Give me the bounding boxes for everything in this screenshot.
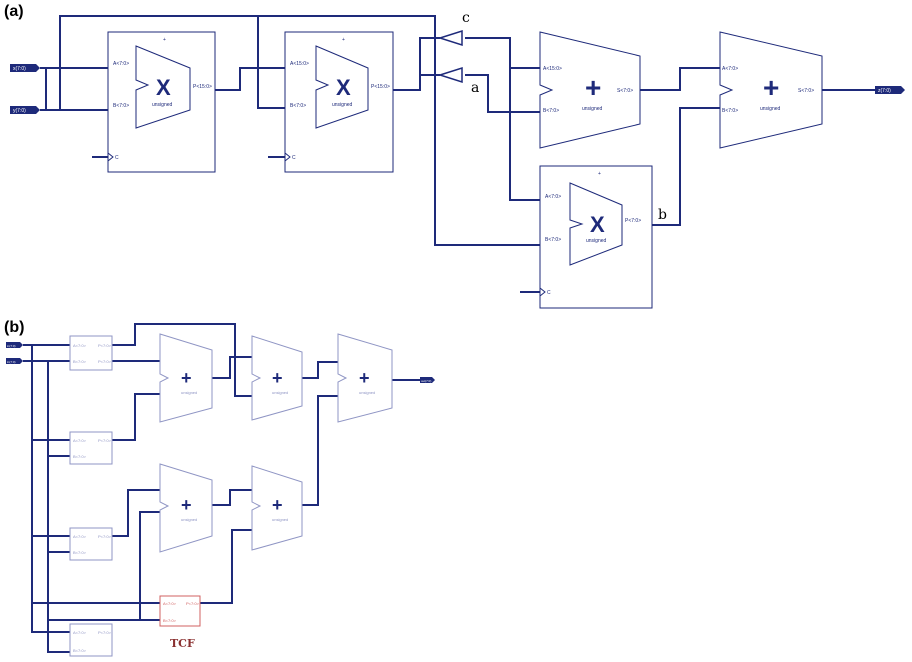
multiplier-block-2[interactable]: + X unsigned A<15:0> B<7:0> P<15:0> C bbox=[284, 31, 394, 173]
adder-block-b2[interactable]: + unsigned bbox=[251, 335, 303, 421]
svg-text:B<7:0>: B<7:0> bbox=[722, 108, 738, 114]
svg-text:in(7:0): in(7:0) bbox=[7, 344, 16, 348]
buffer-a bbox=[437, 66, 463, 84]
svg-text:unsigned: unsigned bbox=[272, 390, 288, 395]
svg-text:+: + bbox=[585, 72, 601, 103]
svg-text:P<7:0>: P<7:0> bbox=[98, 438, 112, 443]
panel-b-label: (b) bbox=[4, 319, 24, 336]
svg-text:out(7:0): out(7:0) bbox=[421, 379, 431, 383]
svg-text:A<7:0>: A<7:0> bbox=[73, 343, 87, 348]
svg-text:P<7:0>: P<7:0> bbox=[98, 359, 112, 364]
svg-text:C: C bbox=[547, 290, 551, 296]
svg-text:A<7:0>: A<7:0> bbox=[73, 534, 87, 539]
svg-text:A<15:0>: A<15:0> bbox=[290, 61, 309, 67]
svg-text:A<7:0>: A<7:0> bbox=[722, 66, 738, 72]
adder-block-b4[interactable]: + unsigned bbox=[159, 463, 213, 553]
svg-text:P<15:0>: P<15:0> bbox=[193, 84, 212, 90]
svg-text:P<7:0>: P<7:0> bbox=[98, 343, 112, 348]
svg-text:+: + bbox=[272, 368, 283, 388]
svg-text:z(7:0): z(7:0) bbox=[878, 88, 891, 94]
adder-block-b3[interactable]: + unsigned bbox=[337, 333, 393, 423]
svg-text:in(7:0): in(7:0) bbox=[7, 360, 16, 364]
svg-text:A<15:0>: A<15:0> bbox=[543, 66, 562, 72]
svg-text:+: + bbox=[359, 368, 370, 388]
register-block-b3[interactable]: A<7:0> B<7:0> P<7:0> bbox=[69, 527, 113, 561]
svg-text:unsigned: unsigned bbox=[586, 238, 607, 244]
svg-text:A<7:0>: A<7:0> bbox=[163, 601, 177, 606]
svg-text:unsigned: unsigned bbox=[359, 390, 375, 395]
input-port-x[interactable]: x(7:0) bbox=[10, 64, 40, 72]
svg-text:S<7:0>: S<7:0> bbox=[617, 88, 633, 94]
svg-text:+: + bbox=[272, 495, 283, 515]
svg-text:B<7:0>: B<7:0> bbox=[73, 648, 87, 653]
svg-text:A<7:0>: A<7:0> bbox=[545, 194, 561, 200]
svg-text:unsigned: unsigned bbox=[181, 517, 197, 522]
input-port-y[interactable]: y(7:0) bbox=[10, 106, 40, 114]
adder-block-1[interactable]: + unsigned A<15:0> B<7:0> S<7:0> bbox=[539, 31, 641, 149]
svg-text:C: C bbox=[115, 155, 119, 161]
svg-text:unsigned: unsigned bbox=[332, 102, 353, 108]
svg-text:+: + bbox=[763, 72, 779, 103]
wire-label-c: c bbox=[462, 10, 470, 26]
svg-text:P<7:0>: P<7:0> bbox=[625, 218, 641, 224]
wire-label-b: b bbox=[658, 207, 667, 223]
output-port-b[interactable]: out(7:0) bbox=[420, 377, 435, 383]
svg-text:X: X bbox=[156, 75, 171, 100]
svg-text:+: + bbox=[181, 368, 192, 388]
buffer-c bbox=[437, 29, 463, 47]
svg-text:B<7:0>: B<7:0> bbox=[73, 550, 87, 555]
register-block-b4[interactable]: A<7:0> B<7:0> P<7:0> bbox=[69, 623, 113, 657]
svg-text:C: C bbox=[292, 155, 296, 161]
svg-text:+: + bbox=[342, 37, 345, 43]
adder-block-2[interactable]: + unsigned A<7:0> B<7:0> S<7:0> bbox=[719, 31, 823, 149]
svg-text:X: X bbox=[336, 75, 351, 100]
input-port-b2[interactable]: in(7:0) bbox=[6, 358, 23, 364]
svg-text:P<7:0>: P<7:0> bbox=[98, 534, 112, 539]
svg-text:B<7:0>: B<7:0> bbox=[73, 359, 87, 364]
svg-text:B<7:0>: B<7:0> bbox=[290, 103, 306, 109]
svg-text:B<7:0>: B<7:0> bbox=[545, 237, 561, 243]
multiplier-block-3[interactable]: + X unsigned A<7:0> B<7:0> P<7:0> C bbox=[539, 165, 653, 309]
svg-text:y(7:0): y(7:0) bbox=[13, 108, 26, 114]
svg-text:unsigned: unsigned bbox=[181, 390, 197, 395]
register-block-b1[interactable]: A<7:0> B<7:0> P<7:0> P<7:0> bbox=[69, 335, 113, 371]
svg-text:+: + bbox=[181, 495, 192, 515]
multiplier-block-1[interactable]: + X unsigned A<7:0> B<7:0> P<15:0> C bbox=[107, 31, 216, 173]
svg-text:A<7:0>: A<7:0> bbox=[73, 630, 87, 635]
svg-text:B<7:0>: B<7:0> bbox=[73, 454, 87, 459]
svg-text:S<7:0>: S<7:0> bbox=[798, 88, 814, 94]
tcf-label: TCF bbox=[170, 637, 195, 650]
svg-text:unsigned: unsigned bbox=[582, 106, 603, 112]
svg-text:unsigned: unsigned bbox=[760, 106, 781, 112]
register-block-b2[interactable]: A<7:0> B<7:0> P<7:0> bbox=[69, 431, 113, 465]
svg-text:x(7:0): x(7:0) bbox=[13, 66, 26, 72]
svg-text:X: X bbox=[590, 212, 605, 237]
panel-a-label: (a) bbox=[4, 3, 24, 20]
svg-text:B<7:0>: B<7:0> bbox=[163, 618, 177, 623]
svg-text:A<7:0>: A<7:0> bbox=[113, 61, 129, 67]
svg-text:B<7:0>: B<7:0> bbox=[543, 108, 559, 114]
svg-text:+: + bbox=[163, 37, 166, 43]
wire-label-a: a bbox=[471, 80, 479, 96]
svg-text:unsigned: unsigned bbox=[152, 102, 173, 108]
tcf-block[interactable]: A<7:0> B<7:0> P<7:0> bbox=[159, 595, 201, 627]
svg-text:+: + bbox=[598, 171, 601, 177]
adder-block-b1[interactable]: + unsigned bbox=[159, 333, 213, 423]
wires-panel-b bbox=[23, 323, 420, 653]
svg-text:B<7:0>: B<7:0> bbox=[113, 103, 129, 109]
svg-text:P<7:0>: P<7:0> bbox=[186, 601, 200, 606]
svg-text:P<15:0>: P<15:0> bbox=[371, 84, 390, 90]
input-port-b1[interactable]: in(7:0) bbox=[6, 342, 23, 348]
svg-text:unsigned: unsigned bbox=[272, 517, 288, 522]
adder-block-b5[interactable]: + unsigned bbox=[251, 465, 303, 551]
svg-text:A<7:0>: A<7:0> bbox=[73, 438, 87, 443]
output-port-z[interactable]: z(7:0) bbox=[875, 86, 905, 94]
svg-text:P<7:0>: P<7:0> bbox=[98, 630, 112, 635]
